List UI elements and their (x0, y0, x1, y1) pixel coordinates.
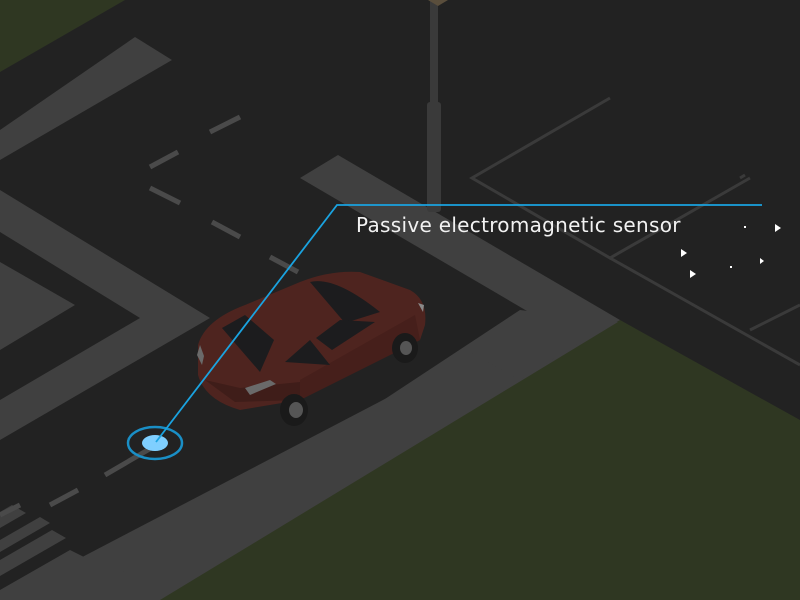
grass-bottom-right (140, 320, 800, 600)
sidewalk-lower (80, 310, 618, 600)
lane-markings (0, 114, 300, 518)
particle-arrow-icon (690, 270, 696, 278)
sensor-icon (126, 425, 184, 461)
particle-dot-icon (730, 266, 732, 268)
particle-arrow-icon (760, 258, 764, 264)
particle-arrow-icon (775, 224, 781, 232)
red-car (197, 271, 426, 426)
parking-lines (469, 96, 800, 367)
sidewalk-corner (300, 155, 620, 342)
particle-arrow-icon (681, 249, 687, 257)
particle-dot-icon (744, 226, 746, 228)
grass-top-left (0, 0, 125, 72)
sidewalk-upper-left (0, 37, 172, 160)
callout-leader-line (155, 204, 762, 443)
sidewalk-left-chevron (0, 190, 210, 440)
lamp-post (427, 0, 448, 212)
sensor-callout-label: Passive electromagnetic sensor (356, 213, 681, 237)
